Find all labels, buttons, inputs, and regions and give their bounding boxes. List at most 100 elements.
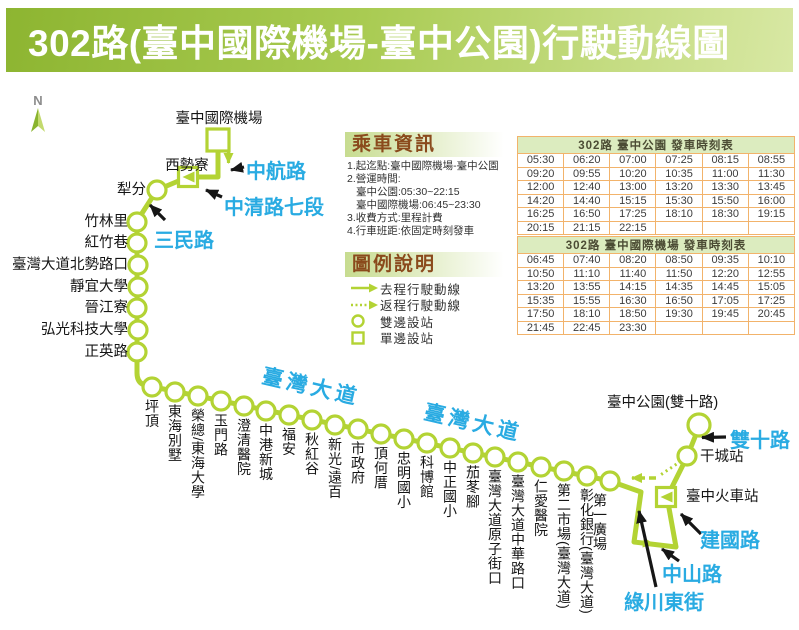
station-circle-marker [127,319,149,341]
timetable-cell: 11:50 [655,266,703,281]
station-circle-marker [439,437,461,459]
station-label: 福安 [281,427,297,456]
timetable-cell: 20:45 [747,307,796,322]
timetable-cell: 05:30 [516,153,565,168]
timetable-cell: 15:15 [609,193,657,208]
info-line: 2.營運時間: [347,173,401,185]
station-label: 西勢寮 [165,158,209,174]
timetable-cell: 16:25 [516,207,565,222]
timetable-cell: 14:40 [563,193,611,208]
timetable-cell: 06:20 [563,153,611,168]
timetable-cell: 17:50 [516,307,565,322]
timetable-cell: 10:50 [516,266,565,281]
station-label: 臺中火車站 [686,489,759,505]
station-circle-marker [370,423,392,445]
timetable-cell: 07:25 [655,153,703,168]
station-label: 忠明國小 [396,451,412,509]
info-line: 1.起迄點:臺中國際機場-臺中公園 [347,160,499,172]
timetable-cell: 12:40 [563,180,611,195]
station-circle-marker [126,211,148,233]
station-label: 臺灣大道北勢路口 [12,257,128,273]
timetable-cell: 08:15 [701,153,749,168]
station-label: 科博館 [419,455,435,499]
station-label: 犁分 [117,182,146,198]
station-circle-marker [416,432,438,454]
timetable-cell: 12:55 [747,266,796,281]
timetable-cell [747,220,796,235]
timetable-cell: 21:45 [516,320,565,335]
timetable-cell: 19:30 [655,307,703,322]
jianguo-rd-arrow [679,512,703,536]
timetable-cell: 20:15 [516,220,565,235]
station-label: 臺中公園(雙十路) [607,395,719,411]
station-circle-marker [347,418,369,440]
timetable-cell: 12:20 [701,266,749,281]
timetable-cell: 18:10 [563,307,611,322]
station-label: 竹林里 [84,214,129,230]
legend-panel-title: 圖例說明 [345,252,504,277]
station-label: 中正國小 [442,460,458,518]
station-circle-marker [141,376,163,398]
timetable-title: 302路 臺中國際機場 發車時刻表 [517,236,795,254]
station-label: 晉江寮 [84,300,129,316]
timetable-title: 302路 臺中公園 發車時刻表 [517,136,795,154]
station-circle-marker [530,456,552,478]
station-label: 東海別墅 [167,404,183,462]
station-label: 茄苳腳 [465,465,481,509]
compass: N [28,94,48,138]
station-label: 澄清醫院 [236,418,252,476]
zhongqing-rd-arrow [205,188,223,200]
station-label: 新光/遠百 [327,437,343,500]
timetable-cell: 10:10 [747,253,796,268]
legend-label: 單邊設站 [380,332,435,347]
station-circle-marker [255,400,277,422]
timetable-cell: 22:45 [563,320,611,335]
timetable-cell: 17:05 [701,293,749,308]
road-annotation-label: 中山路 [662,564,722,586]
timetable-cell: 13:20 [655,180,703,195]
timetable-cell: 09:35 [701,253,749,268]
station-label: 頂何厝 [373,446,389,490]
station-circle-marker [301,409,323,431]
timetable-cell: 10:35 [655,166,703,181]
timetable-cell: 14:15 [609,280,657,295]
timetable-cell: 16:50 [563,207,611,222]
legend-item: 雙邊設站 [350,313,510,330]
station-circle-marker [187,385,209,407]
station-circle-marker [278,404,300,426]
station-label: 干城站 [700,449,744,465]
station-circle-marker [393,428,415,450]
north-arrow-icon [31,108,45,132]
timetable-cell: 12:00 [516,180,565,195]
timetable-cell [655,220,703,235]
timetable-cell: 21:15 [563,220,611,235]
station-label: 臺灣大道原子街口 [487,469,503,585]
station-circle-marker [507,451,529,473]
station-circle-marker [599,470,621,492]
info-line: 4.行車班距:依固定時刻發車 [347,225,475,237]
shuangshi-rd-arrow [701,431,727,443]
circle-station-icon [350,314,380,328]
timetable-cell: 22:15 [609,220,657,235]
station-label: 中港新城 [258,423,274,481]
legend-label: 返程行駛動線 [380,299,462,314]
info-panel-title: 乘車資訊 [345,132,504,157]
sanmin-rd-arrow [148,203,167,222]
timetable-cell: 09:55 [563,166,611,181]
timetable-cell: 18:10 [655,207,703,222]
station-label: 第一廣場 [592,493,608,551]
info-line: 3.收費方式:里程計費 [347,212,443,224]
station-label: 坪頂 [144,399,160,428]
station-circle-marker [127,254,149,276]
legend-item: 單邊設站 [350,330,510,347]
